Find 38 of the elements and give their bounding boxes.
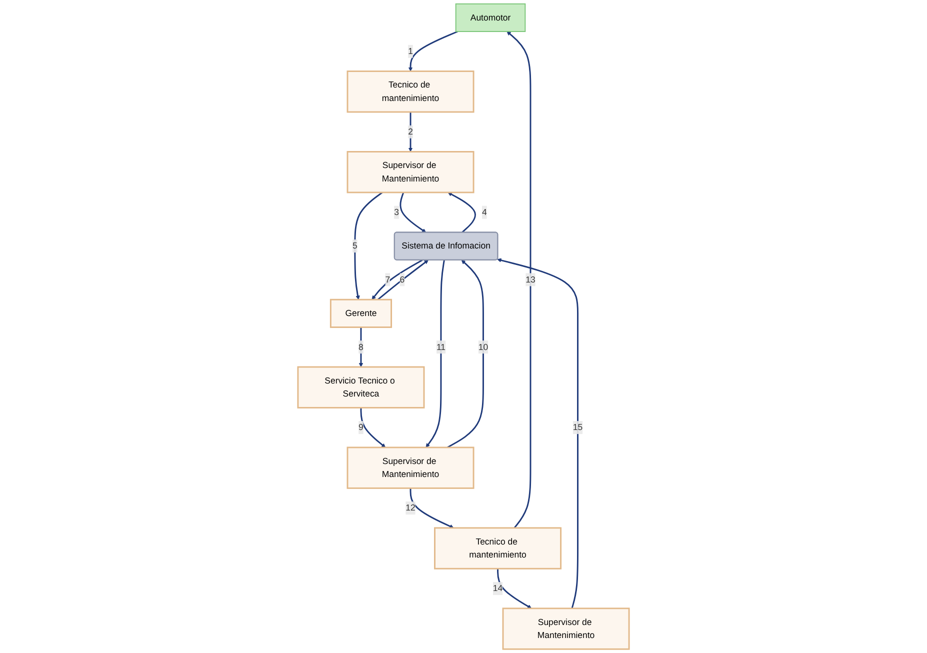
edge-label: 14 xyxy=(492,583,503,594)
node-box: Servicio Tecnico o Serviteca xyxy=(297,366,425,408)
arrow xyxy=(446,260,484,448)
edge-label: 3 xyxy=(394,207,399,217)
edge-label: 2 xyxy=(408,126,413,136)
node-box: Supervisor de Mantenimiento xyxy=(346,446,474,489)
arrow xyxy=(410,488,454,528)
arrow xyxy=(408,30,458,72)
edge-label: 8 xyxy=(358,342,364,352)
arrow xyxy=(354,192,383,300)
node-box: Gerente xyxy=(330,298,392,328)
arrow xyxy=(360,408,386,448)
arrow xyxy=(358,327,364,368)
edge-label: 5 xyxy=(352,240,358,251)
arrow xyxy=(408,112,413,152)
edge-label: 15 xyxy=(572,422,583,432)
node-box: Tecnico de mantenimiento xyxy=(346,70,474,113)
arrow xyxy=(400,192,426,233)
node-box: Automotor xyxy=(455,3,526,32)
arrow xyxy=(497,258,578,609)
edge-label: 7 xyxy=(385,274,390,284)
edge-label: 9 xyxy=(358,422,364,432)
arrow xyxy=(448,192,476,233)
node-box: Tecnico de mantenimiento xyxy=(434,527,562,570)
edge-label: 6 xyxy=(400,274,405,284)
arrow xyxy=(506,31,532,528)
edge-label: 11 xyxy=(436,342,446,352)
edge-label: 1 xyxy=(408,46,413,56)
node-box: Supervisor de Mantenimiento xyxy=(502,608,630,650)
arrow xyxy=(377,260,428,300)
node-box: Supervisor de Mantenimiento xyxy=(346,151,474,194)
arrow xyxy=(372,259,423,300)
edge-label: 4 xyxy=(482,207,487,217)
arrow xyxy=(497,568,532,609)
arrow xyxy=(426,260,445,448)
edge-label: 13 xyxy=(526,274,536,284)
edge-label: 12 xyxy=(406,502,416,513)
edge-label: 10 xyxy=(478,342,488,352)
